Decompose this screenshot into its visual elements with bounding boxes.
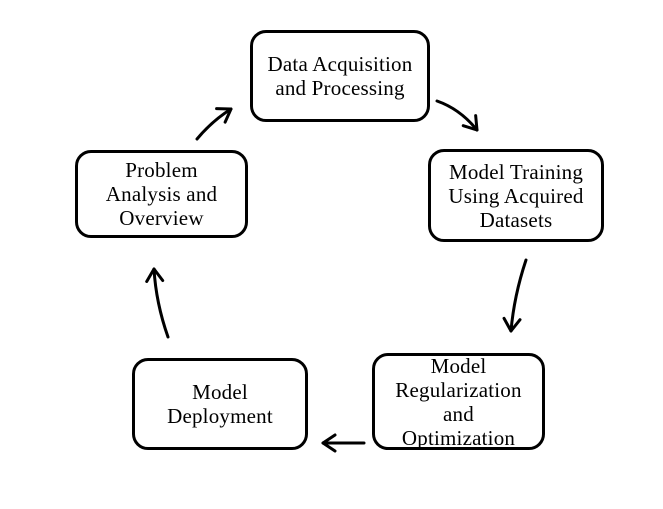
node-model-deployment-label: Model Deployment	[167, 380, 273, 428]
node-model-training: Model Training Using Acquired Datasets	[428, 149, 604, 242]
arrow-model-deployment-to-problem-analysis	[145, 267, 170, 339]
node-problem-analysis: Problem Analysis and Overview	[75, 150, 248, 238]
node-model-training-label: Model Training Using Acquired Datasets	[448, 159, 584, 232]
node-problem-analysis-label: Problem Analysis and Overview	[105, 158, 218, 230]
arrow-model-training-to-model-regularization	[502, 258, 528, 333]
node-data-acquisition-label: Data Acquisition and Processing	[267, 52, 413, 100]
node-data-acquisition: Data Acquisition and Processing	[250, 30, 430, 122]
node-model-regularization-label: Model Regularization and Optimization	[395, 353, 522, 450]
node-model-deployment: Model Deployment	[132, 358, 308, 450]
node-model-regularization: Model Regularization and Optimization	[372, 353, 545, 450]
arrow-data-acquisition-to-model-training	[435, 99, 479, 132]
arrow-problem-analysis-to-data-acquisition	[195, 107, 233, 141]
